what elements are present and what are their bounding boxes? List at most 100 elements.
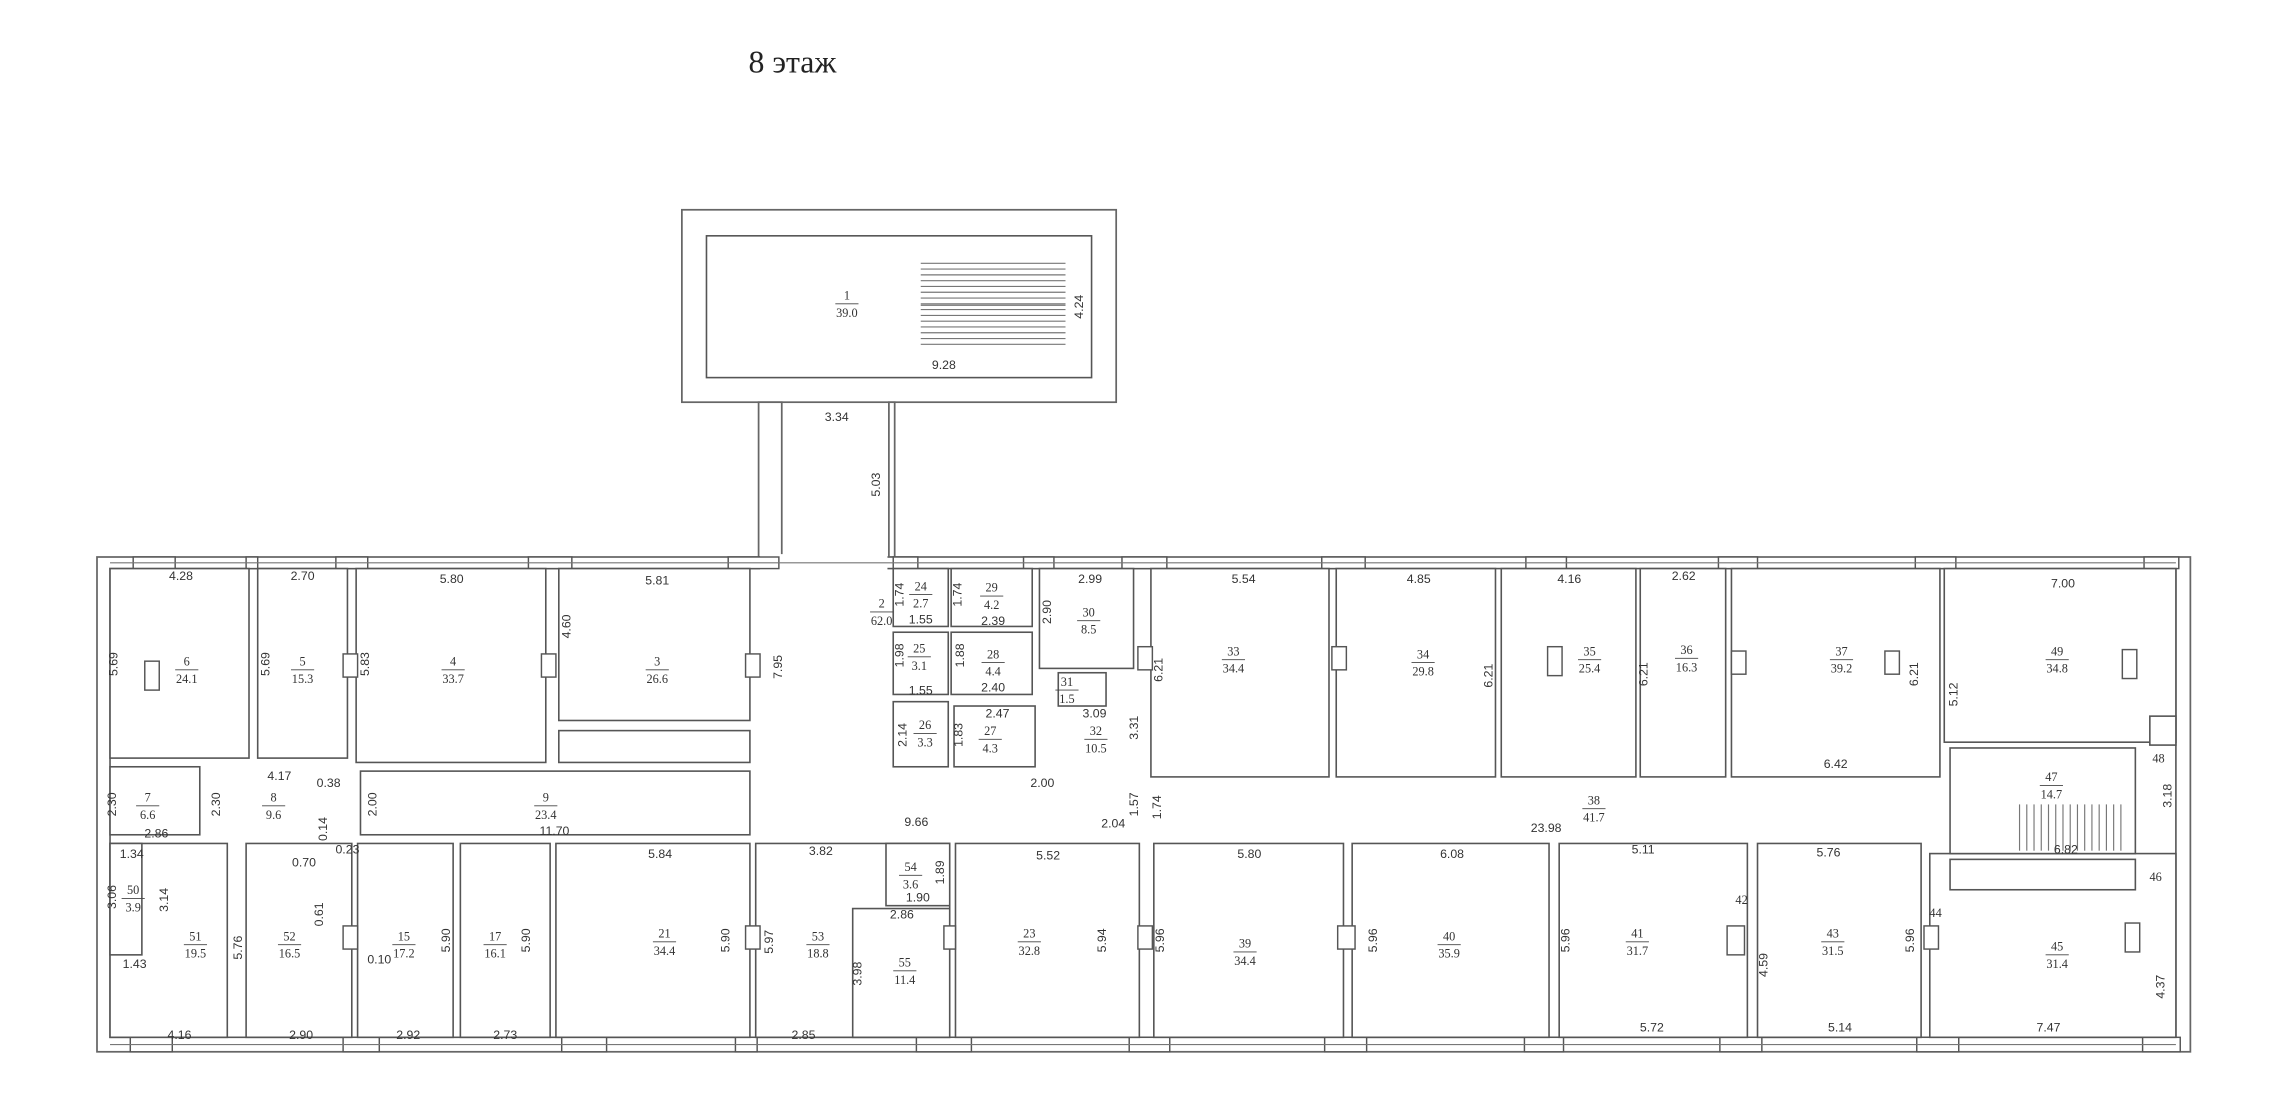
room-number: 3 (654, 655, 660, 669)
room-area: 39.2 (1831, 662, 1853, 676)
room-number: 31 (1061, 675, 1073, 689)
dimension-label: 6.42 (1824, 757, 1848, 771)
dimension-label: 2.85 (792, 1028, 816, 1042)
room-number: 50 (127, 883, 139, 897)
dimension-label: 1.83 (952, 723, 966, 747)
column (1923, 925, 1940, 950)
dimension-label: 5.90 (519, 928, 533, 952)
room-outline (459, 842, 551, 1039)
column (1137, 645, 1154, 671)
room-area: 26.6 (646, 672, 668, 686)
room-outline (1639, 567, 1727, 778)
dimension-label: 4.16 (1557, 572, 1581, 586)
room-outline (1335, 567, 1497, 778)
dimension-label: 2.86 (890, 908, 914, 922)
room-number: 53 (812, 929, 824, 943)
room-number: 1 (844, 288, 850, 302)
dimension-label: 5.69 (106, 652, 120, 676)
room-area: 14.7 (2041, 788, 2063, 802)
rooms (109, 567, 2177, 1039)
room-area: 4.4 (985, 665, 1000, 679)
room-area: 11.4 (894, 973, 915, 987)
room-number: 21 (658, 926, 670, 940)
room-outline (1730, 567, 1941, 778)
room-outline (359, 770, 751, 836)
room-area: 9.6 (266, 808, 281, 822)
room-area: 8.5 (1081, 623, 1096, 637)
room-tag: 48 (2152, 751, 2164, 765)
dimension-label: 3.14 (157, 888, 171, 912)
dimension-label: 1.88 (953, 643, 967, 667)
room-number: 24 (915, 579, 927, 593)
room-outline (1150, 567, 1330, 778)
dimension-label: 2.39 (981, 614, 1005, 628)
room-area: 17.2 (393, 947, 415, 961)
room-area: 3.6 (903, 877, 918, 891)
dimension-label: 5.76 (1816, 845, 1840, 859)
room-area: 6.6 (140, 808, 155, 822)
column (540, 653, 557, 678)
dimension-label: 3.98 (850, 962, 864, 986)
room-area: 35.9 (1438, 947, 1460, 961)
dimension-label: 1.98 (892, 643, 906, 667)
dimension-label: 1.74 (1150, 795, 1164, 819)
room-number: 43 (1827, 926, 1839, 940)
column (744, 925, 761, 950)
room-area: 23.4 (535, 808, 557, 822)
room-number: 29 (986, 581, 998, 595)
column (2124, 922, 2141, 953)
dimension-label: 6.08 (1440, 847, 1464, 861)
dimension-label: 2.04 (1101, 817, 1125, 831)
room-area: 31.4 (2046, 957, 2068, 971)
room-area: 16.3 (1676, 660, 1698, 674)
room-outline (892, 631, 950, 696)
dimension-label: 2.62 (1672, 569, 1696, 583)
dimension-label: 5.11 (1632, 843, 1655, 857)
room-number: 38 (1588, 793, 1600, 807)
dimension-label: 4.59 (1757, 953, 1771, 977)
room-area: 10.5 (1085, 741, 1107, 755)
dimension-label: 5.96 (1558, 928, 1572, 952)
room-outline (1949, 858, 2137, 891)
room-outline (1153, 842, 1345, 1039)
dimension-label: 5.84 (648, 847, 672, 861)
room-tag: 42 (1735, 893, 1747, 907)
dimension-label: 5.90 (719, 928, 733, 952)
room-number: 26 (919, 718, 931, 732)
dimension-label: 4.60 (559, 614, 573, 638)
room-area: 39.0 (836, 306, 858, 320)
room-number: 23 (1023, 926, 1035, 940)
room-outline (1949, 747, 2137, 855)
dimension-label: 5.12 (1946, 682, 1960, 706)
column (744, 653, 761, 678)
room-number: 45 (2051, 940, 2063, 954)
dimension-label: 4.28 (169, 569, 193, 583)
dimension-label: 1.43 (123, 957, 147, 971)
room-number: 39 (1239, 937, 1251, 951)
room-area: 15.3 (292, 672, 314, 686)
dimension-label: 2.92 (396, 1028, 420, 1042)
dimension-label: 1.57 (1127, 792, 1141, 816)
dimension-label: 0.38 (317, 776, 341, 790)
dimension-label: 5.97 (762, 930, 776, 954)
dimension-label: 2.73 (493, 1028, 517, 1042)
room-outline (885, 842, 951, 907)
neck-wall-left (757, 401, 783, 558)
room-area: 4.2 (984, 598, 999, 612)
room-outline (558, 729, 751, 764)
room-outline (558, 567, 751, 722)
dimension-label: 4.85 (1407, 572, 1431, 586)
room-area: 4.3 (983, 741, 998, 755)
room-outline (1038, 567, 1135, 670)
dimension-label: 5.76 (231, 936, 245, 960)
dimension-label: 5.69 (258, 652, 272, 676)
room-number: 33 (1227, 644, 1239, 658)
dimension-label: 2.30 (209, 792, 223, 816)
dimension-label: 1.55 (909, 683, 933, 697)
dimension-label: 11.70 (540, 824, 570, 838)
dimension-label: 1.74 (892, 582, 906, 606)
dimension-label: 2.99 (1078, 572, 1102, 586)
dimension-label: 7.47 (2037, 1021, 2061, 1035)
